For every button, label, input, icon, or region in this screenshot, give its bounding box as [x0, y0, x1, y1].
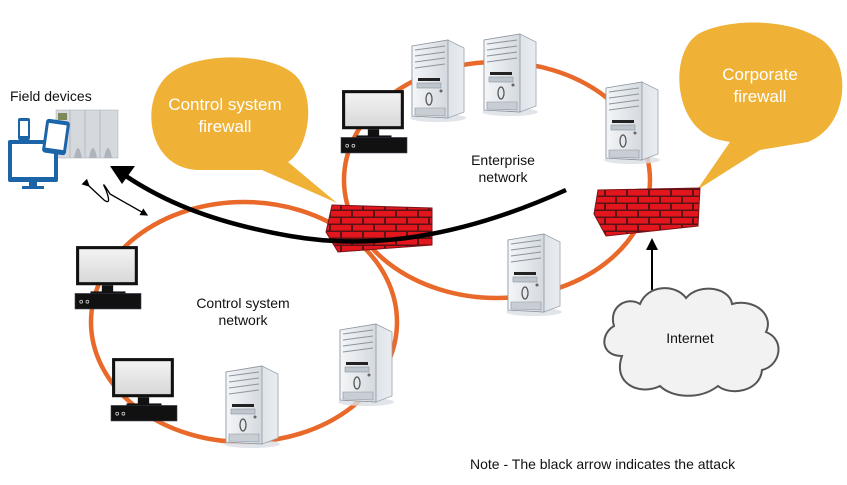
field-devices-label: Field devices [10, 88, 130, 105]
wireless-link-icon [81, 178, 149, 216]
control-network-label: Control system network [178, 295, 308, 329]
attack-arrowhead-icon [110, 166, 135, 184]
enterprise-workstation-icon [340, 89, 408, 154]
control-server-icon [223, 365, 281, 448]
cloud-icon [603, 287, 780, 397]
callout-line: firewall [198, 117, 252, 137]
control-firewall-callout [151, 57, 337, 203]
callout-line: Control system [168, 95, 282, 114]
control-firewall-callout-text: Control system firewall [150, 94, 300, 138]
field-devices-text: Field devices [10, 88, 92, 104]
corporate-firewall-callout [679, 22, 843, 191]
control-system-firewall-icon [325, 204, 433, 253]
callout-line: Corporate [722, 65, 798, 84]
attack-arrow [117, 170, 567, 244]
enterprise-server-icon [481, 33, 539, 116]
label-line: Control system [196, 295, 290, 311]
label-line: network [218, 311, 268, 328]
enterprise-network-label: Enterprise network [448, 152, 558, 186]
internet-text: Internet [666, 330, 714, 346]
callout-line: firewall [733, 87, 787, 107]
corporate-firewall-callout-text: Corporate firewall [690, 64, 830, 108]
enterprise-server-icon [603, 81, 661, 164]
control-workstation-icon [110, 357, 178, 422]
control-workstation-icon [74, 245, 142, 310]
field-devices-icon [8, 109, 119, 189]
corporate-firewall-icon [593, 187, 701, 237]
label-line: network [478, 168, 528, 185]
label-line: Enterprise [471, 152, 535, 168]
note-text: Note - The black arrow indicates the att… [470, 456, 736, 472]
enterprise-server-icon [505, 233, 563, 316]
enterprise-server-icon [409, 39, 467, 122]
attack-note: Note - The black arrow indicates the att… [470, 456, 800, 473]
internet-label: Internet [640, 330, 740, 347]
control-server-icon [337, 323, 395, 406]
